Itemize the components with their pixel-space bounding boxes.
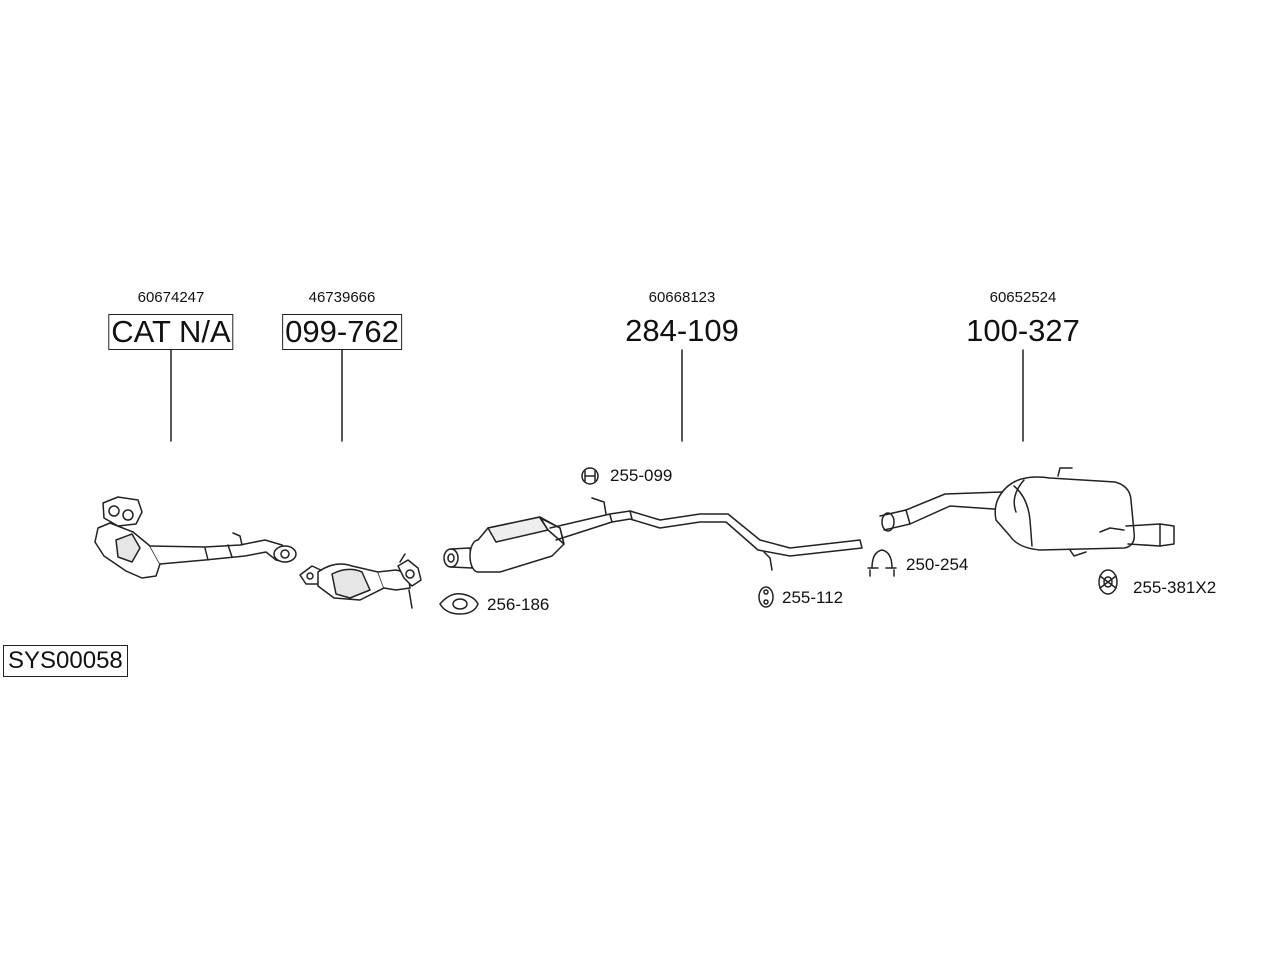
oem-number-284-109: 60668123 (648, 289, 716, 306)
rubber-mount-icon (1098, 569, 1118, 595)
part-number-100-327: 100-327 (966, 313, 1080, 348)
accessory-label-255-099: 255-099 (610, 466, 673, 485)
accessory-label-255-381x2: 255-381X2 (1133, 578, 1217, 597)
oem-number-cat: 60674247 (137, 289, 205, 306)
rear-silencer-part (879, 467, 1175, 557)
rubber-hanger-icon (581, 467, 599, 485)
accessory-label-256-186: 256-186 (487, 595, 550, 614)
part-number-099-762: 099-762 (282, 314, 402, 350)
accessory-label-255-112: 255-112 (782, 588, 844, 607)
part-number-284-109: 284-109 (625, 313, 739, 348)
oem-number-100-327: 60652524 (989, 289, 1057, 306)
clamp-icon (867, 549, 897, 577)
system-id-label: SYS00058 (3, 645, 128, 677)
front-pipe-catalyst-part (94, 496, 297, 579)
oem-number-099-762: 46739666 (308, 289, 376, 306)
middle-silencer-part (443, 497, 863, 573)
catalytic-converter-part (299, 553, 422, 609)
accessory-label-250-254: 250-254 (906, 555, 969, 574)
gasket-icon (439, 592, 479, 615)
rubber-ring-icon (758, 586, 774, 608)
part-number-cat: CAT N/A (108, 314, 234, 350)
